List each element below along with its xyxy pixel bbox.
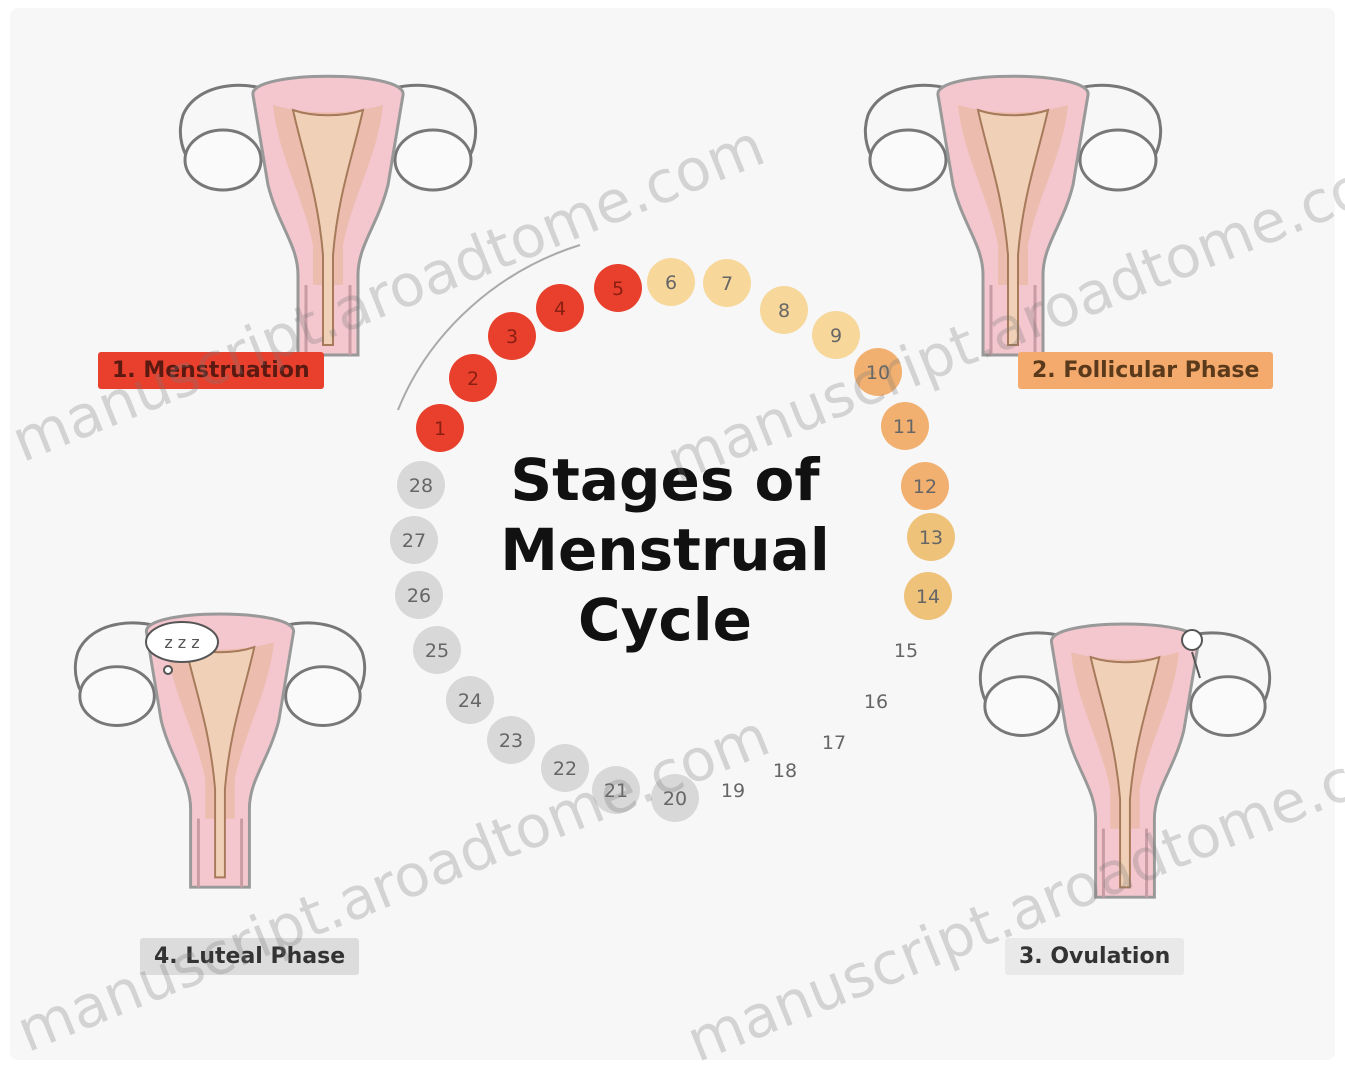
day-7-label: 7 bbox=[721, 273, 733, 295]
day-4-label: 4 bbox=[554, 298, 566, 320]
day-12-label: 12 bbox=[913, 476, 937, 498]
uterus-menstruation-illustration bbox=[180, 76, 475, 355]
follicular-phase-label: 2. Follicular Phase bbox=[1018, 352, 1273, 389]
day-19-label: 19 bbox=[721, 780, 745, 802]
day-21-label: 21 bbox=[604, 780, 628, 802]
day-3-label: 3 bbox=[506, 326, 518, 348]
day-14-label: 14 bbox=[916, 586, 940, 608]
day-20-label: 20 bbox=[663, 788, 687, 810]
uterus-follicular-illustration bbox=[865, 76, 1160, 355]
day-11-label: 11 bbox=[893, 416, 917, 438]
page-title: Stages of Menstrual Cycle bbox=[460, 445, 870, 655]
title-line-1: Stages of bbox=[460, 445, 870, 515]
luteal-phase-label: 4. Luteal Phase bbox=[140, 938, 359, 975]
day-18-label: 18 bbox=[773, 760, 797, 782]
day-10-label: 10 bbox=[866, 362, 890, 384]
day-28-label: 28 bbox=[409, 475, 433, 497]
uterus-ovulation-illustration bbox=[980, 624, 1269, 897]
day-23-label: 23 bbox=[499, 730, 523, 752]
day-27-label: 27 bbox=[402, 530, 426, 552]
day-13-label: 13 bbox=[919, 527, 943, 549]
menstruation-label: 1. Menstruation bbox=[98, 352, 324, 389]
title-line-2: Menstrual bbox=[460, 515, 870, 585]
day-15-label: 15 bbox=[894, 640, 918, 662]
day-22-label: 22 bbox=[553, 758, 577, 780]
thought-bubble-text: z z z bbox=[164, 633, 199, 652]
day-1-label: 1 bbox=[434, 418, 446, 440]
day-2-label: 2 bbox=[467, 368, 479, 390]
day-17-label: 17 bbox=[822, 732, 846, 754]
day-16-label: 16 bbox=[864, 691, 888, 713]
day-5-label: 5 bbox=[612, 278, 624, 300]
day-26-label: 26 bbox=[407, 585, 431, 607]
day-8-label: 8 bbox=[778, 300, 790, 322]
ovulation-label: 3. Ovulation bbox=[1005, 938, 1184, 975]
day-24-label: 24 bbox=[458, 690, 482, 712]
uterus-luteal-illustration bbox=[75, 614, 364, 887]
day-6-label: 6 bbox=[665, 272, 677, 294]
day-9-label: 9 bbox=[830, 325, 842, 347]
day-25-label: 25 bbox=[425, 640, 449, 662]
title-line-3: Cycle bbox=[460, 585, 870, 655]
